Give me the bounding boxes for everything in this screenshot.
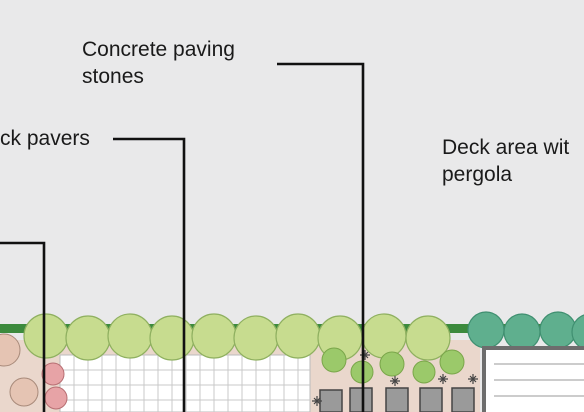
deck-area-line2: pergola [442, 163, 513, 186]
concrete-paving-label: Concrete paving stones [82, 36, 235, 90]
groundcover-plants [312, 350, 478, 406]
leader-lines [0, 62, 365, 412]
deck-area-line1: Deck area wit [442, 136, 570, 159]
ornamental-shrubs [0, 333, 39, 407]
pink-shrubs [41, 362, 68, 410]
concrete-paving-stones [319, 387, 475, 412]
leader-left-bracket [0, 241, 46, 412]
concrete-paving-line1: Concrete paving [82, 38, 235, 61]
leader-brick-pavers [113, 137, 186, 412]
teal-shrub-row [467, 311, 584, 351]
shrub-row-lower [321, 347, 465, 384]
leader-concrete-paving [277, 62, 365, 412]
deck-boards [494, 363, 584, 397]
brick-pavers-line1: ck pavers [0, 127, 90, 150]
brick-pavers-label: ck pavers [0, 125, 90, 152]
deck-area-label: Deck area wit pergola [442, 134, 569, 188]
concrete-paving-line2: stones [82, 65, 144, 88]
